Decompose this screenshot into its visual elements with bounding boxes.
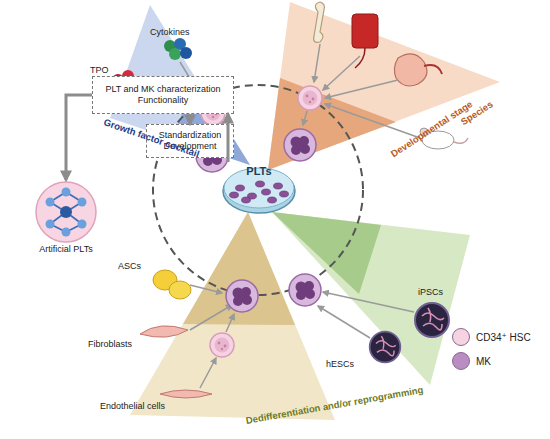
mk-cell (226, 280, 258, 312)
cell-label: hESCs (326, 360, 354, 370)
reprogramming-sector-inner (272, 212, 381, 294)
fibroblast-cell (140, 326, 188, 337)
hsc-cell (210, 333, 234, 357)
fetus-icon (394, 54, 427, 86)
legend-text: CD34⁺ HSC (476, 332, 531, 343)
flow-arrow (189, 114, 192, 124)
umbilical-cord (424, 65, 442, 74)
legend-row: CD34⁺ HSC (452, 328, 531, 346)
icon-node (78, 198, 87, 207)
platelet (274, 183, 283, 189)
platelet (280, 191, 289, 197)
process-box: PLT and MK characterizationFunctionality (92, 76, 234, 114)
molecule-label: Cytokines (150, 28, 190, 38)
icon-circle (36, 182, 96, 242)
platelet (242, 197, 251, 203)
flow-arrow (227, 114, 230, 162)
small-arrow (190, 305, 232, 330)
petri-dish: PLTs (222, 162, 296, 214)
icon-node (78, 220, 87, 229)
icon-label: Artificial PLTs (39, 244, 92, 255)
artificial-platelet-node: Artificial PLTs (20, 180, 112, 266)
cell-label: Fibroblasts (88, 340, 132, 350)
small-arrow (325, 104, 420, 138)
platelet (262, 189, 271, 195)
small-arrow (200, 358, 216, 388)
small-arrow (323, 56, 360, 90)
hesc-cell (370, 332, 401, 363)
platelet (236, 185, 245, 191)
cell-label: iPSCs (418, 288, 443, 298)
sector-title: Developmental stage (389, 99, 474, 160)
icon-node (62, 188, 71, 197)
box-text: PLT and MK characterization (105, 84, 220, 95)
small-arrow (303, 111, 307, 125)
legend-swatch (452, 328, 470, 346)
dedifferentiation-sector (130, 212, 335, 420)
icon-node (62, 228, 71, 237)
small-arrow (190, 285, 222, 293)
bone-icon (314, 2, 325, 42)
platelet (268, 197, 277, 203)
molecule (169, 48, 181, 60)
icon-node (46, 220, 55, 229)
legend-swatch (452, 352, 470, 370)
box-text: Functionality (138, 95, 189, 106)
blood-bag-icon (352, 14, 378, 48)
small-arrow (318, 306, 370, 338)
artificial-platelet-icon (20, 180, 112, 244)
small-arrow (314, 44, 320, 82)
mk-cell (284, 129, 316, 161)
endothelial-cell (160, 390, 212, 398)
cytokine-molecules (164, 38, 192, 60)
dish-label: PLTs (246, 165, 271, 179)
molecule (180, 47, 192, 59)
dedifferentiation-sector-inner (183, 212, 295, 325)
sector-title: Dedifferentiation and/or reprogramming (245, 385, 424, 427)
dashed-circle (153, 85, 363, 295)
developmental-sector-inner (268, 78, 396, 170)
small-arrow (323, 292, 414, 312)
asc-cell (169, 281, 191, 299)
mk-cell (289, 274, 321, 306)
blood-bag-tube (355, 48, 365, 68)
cell-label: ASCs (118, 262, 141, 272)
developmental-sector (268, 2, 500, 170)
flow-arrow (66, 95, 92, 180)
icon-node (46, 198, 55, 207)
icon-node (60, 206, 72, 218)
ipsc-cell (415, 303, 449, 337)
legend-row: MK (452, 352, 491, 370)
molecule-label: TPO (90, 66, 109, 76)
mouse-tail (454, 138, 468, 143)
cell-label: Endothelial cells (100, 402, 165, 412)
small-arrow (226, 314, 234, 332)
platelet (256, 181, 265, 187)
platelet (230, 192, 239, 198)
hsc-cell (298, 86, 322, 110)
legend-text: MK (476, 356, 491, 367)
small-arrow (325, 80, 398, 98)
